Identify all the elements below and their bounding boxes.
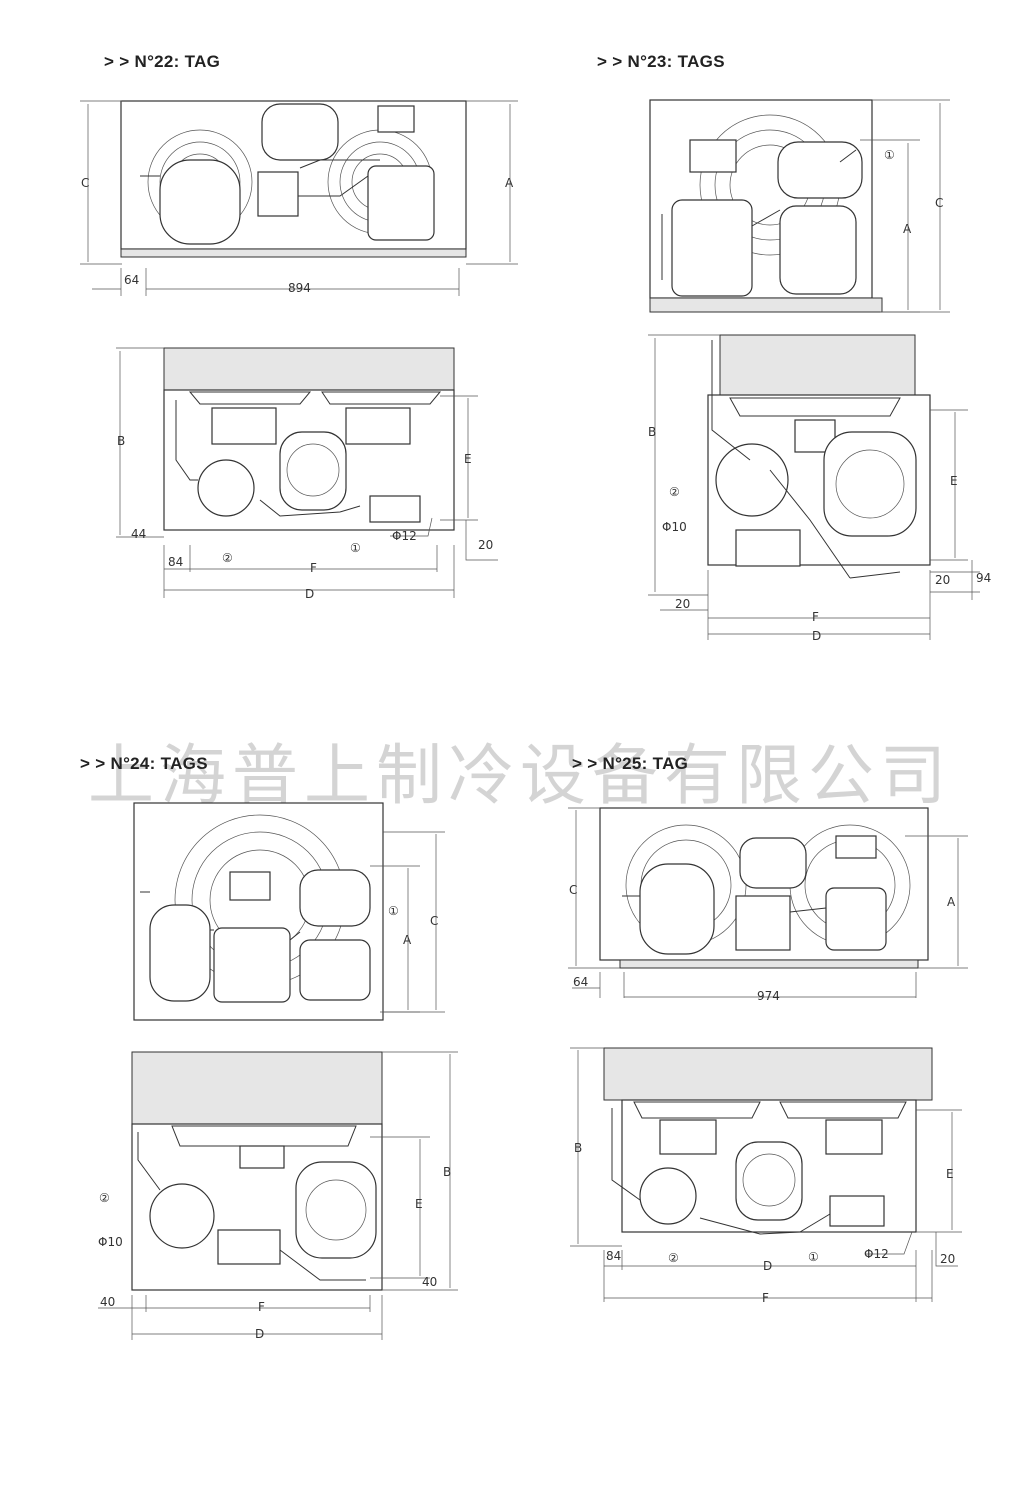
figure-22-title: > > N°22: TAG bbox=[104, 52, 221, 71]
figure-24-title: > > N°24: TAGS bbox=[80, 754, 208, 773]
fig23-label-d: D bbox=[812, 629, 821, 643]
fig24-label-f: F bbox=[258, 1300, 265, 1314]
fig25-width-974: 974 bbox=[757, 989, 780, 1003]
fig23-label-e: E bbox=[950, 474, 958, 488]
fig22-top-dims bbox=[116, 347, 498, 598]
fig24-top-view bbox=[131, 1051, 383, 1291]
fig23-callout-2: ② bbox=[669, 485, 680, 499]
fig23-label-c: C bbox=[935, 196, 943, 210]
fig22-phi12: Φ12 bbox=[392, 529, 417, 543]
fig25-front-view bbox=[599, 807, 929, 969]
fig25-offset-84: 84 bbox=[606, 1249, 621, 1263]
fig25-top-dims bbox=[570, 1047, 962, 1302]
fig24-phi10: Φ10 bbox=[98, 1235, 123, 1249]
figure-25-title: > > N°25: TAG bbox=[572, 754, 689, 773]
fig23-label-b: B bbox=[648, 425, 656, 439]
fig23-front-view bbox=[649, 99, 883, 313]
fig23-top-view bbox=[707, 334, 931, 579]
fig22-width-894: 894 bbox=[288, 281, 311, 295]
fig22-label-a: A bbox=[505, 176, 514, 190]
fig25-phi12: Φ12 bbox=[864, 1247, 889, 1261]
fig24-offset-40-left: 40 bbox=[100, 1295, 115, 1309]
fig23-height-94: 94 bbox=[976, 571, 991, 585]
fig25-label-d: D bbox=[763, 1259, 772, 1273]
fig24-label-e: E bbox=[415, 1197, 423, 1211]
fig24-callout-1: ① bbox=[388, 904, 399, 918]
fig25-label-b: B bbox=[574, 1141, 582, 1155]
fig23-label-a: A bbox=[903, 222, 912, 236]
fig22-front-dims bbox=[80, 100, 518, 296]
fig23-offset-20-right: 20 bbox=[935, 573, 950, 587]
fig24-front-view bbox=[133, 802, 384, 1021]
fig23-phi10: Φ10 bbox=[662, 520, 687, 534]
fig25-offset-20: 20 bbox=[940, 1252, 955, 1266]
fig23-label-f: F bbox=[812, 610, 819, 624]
fig25-label-e: E bbox=[946, 1167, 954, 1181]
fig22-front-view bbox=[120, 100, 467, 258]
fig25-callout-1: ① bbox=[808, 1250, 819, 1264]
fig23-offset-20-left: 20 bbox=[675, 597, 690, 611]
fig25-label-f: F bbox=[762, 1291, 769, 1305]
fig23-top-dims bbox=[648, 334, 980, 640]
fig22-offset-84: 84 bbox=[168, 555, 183, 569]
fig25-label-a: A bbox=[947, 895, 956, 909]
fig25-callout-2: ② bbox=[668, 1251, 679, 1265]
fig24-callout-2: ② bbox=[99, 1191, 110, 1205]
fig22-label-c: C bbox=[81, 176, 89, 190]
fig22-label-d: D bbox=[305, 587, 314, 601]
fig24-front-dims bbox=[370, 831, 445, 1013]
fig22-callout-1: ① bbox=[350, 541, 361, 555]
fig22-label-f: F bbox=[310, 561, 317, 575]
fig25-width-64: 64 bbox=[573, 975, 588, 989]
fig24-label-d: D bbox=[255, 1327, 264, 1341]
fig22-height-44: 44 bbox=[131, 527, 146, 541]
fig22-offset-20: 20 bbox=[478, 538, 493, 552]
fig23-front-dims bbox=[860, 99, 950, 313]
fig23-callout-1: ① bbox=[884, 148, 895, 162]
fig24-offset-40-right: 40 bbox=[422, 1275, 437, 1289]
fig22-label-e: E bbox=[464, 452, 472, 466]
fig25-top-view bbox=[603, 1047, 933, 1235]
fig25-front-dims bbox=[568, 807, 968, 998]
fig24-top-dims bbox=[98, 1051, 458, 1340]
fig22-label-b: B bbox=[117, 434, 125, 448]
fig22-width-64: 64 bbox=[124, 273, 139, 287]
fig24-label-b: B bbox=[443, 1165, 451, 1179]
fig22-callout-2: ② bbox=[222, 551, 233, 565]
fig25-label-c: C bbox=[569, 883, 577, 897]
fig24-label-a: A bbox=[403, 933, 412, 947]
fig22-top-view bbox=[163, 347, 455, 531]
figure-23-title: > > N°23: TAGS bbox=[597, 52, 725, 71]
fig24-label-c: C bbox=[430, 914, 438, 928]
